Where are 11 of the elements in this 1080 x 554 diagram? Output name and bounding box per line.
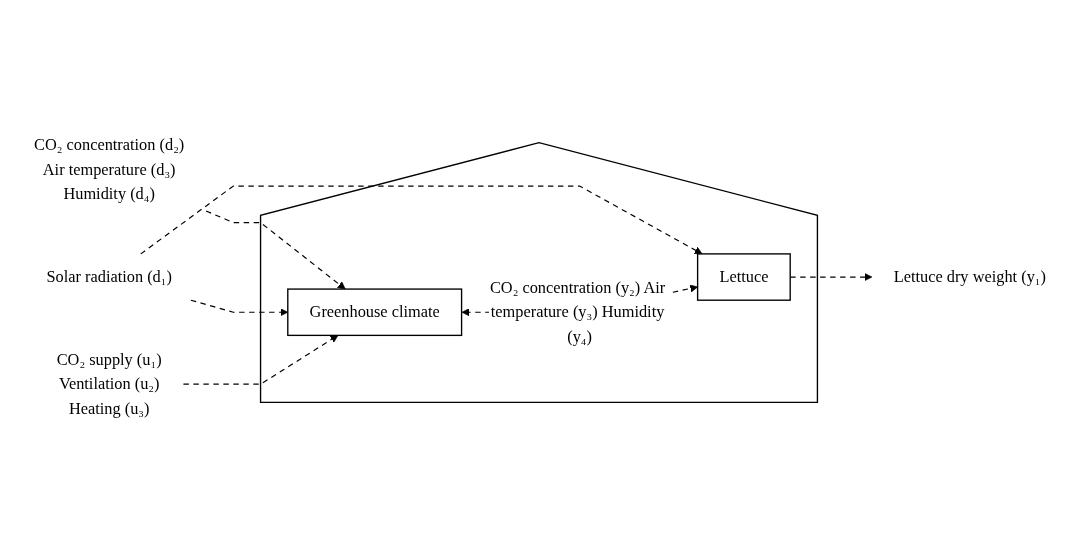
edge-label: CO₂ concentration (y₂) Air temperature (y₃) Humidity (y₄) <box>489 278 666 346</box>
node-text: Solar radiation (d₁) <box>46 267 172 286</box>
arrow <box>140 185 703 255</box>
node-text: CO₂ supply (u₁) Ventilation (u₂) Heating (u₃) <box>56 350 162 418</box>
node-box: Greenhouse climate <box>287 288 463 336</box>
node-box: Lettuce <box>696 253 791 301</box>
node-text: CO₂ concentration (d₂) Air temperature (d₃) Humidity (d₄) <box>34 135 185 204</box>
node-text: Lettuce dry weight (y₁) <box>893 267 1046 286</box>
cluster <box>259 141 819 403</box>
arrow <box>182 334 339 385</box>
arrow <box>205 210 346 290</box>
